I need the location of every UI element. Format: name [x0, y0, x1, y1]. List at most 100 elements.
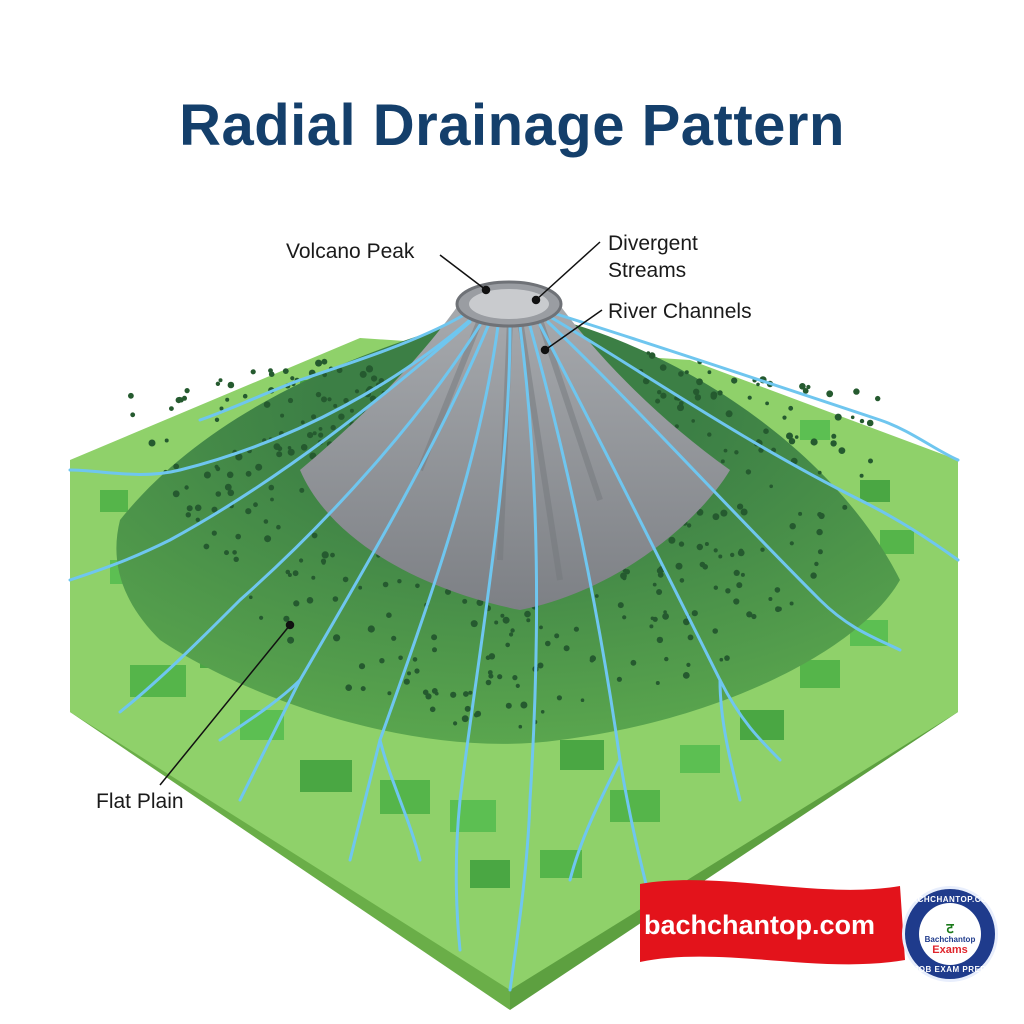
tree — [747, 395, 752, 400]
tree — [648, 352, 656, 359]
tree — [859, 418, 865, 424]
tree — [850, 415, 855, 420]
tree — [264, 535, 272, 543]
tree — [321, 560, 326, 565]
tree — [686, 662, 691, 668]
tree — [704, 542, 709, 546]
tree — [342, 576, 349, 583]
tree — [245, 508, 252, 515]
tree — [414, 668, 420, 674]
tree — [211, 506, 218, 513]
tree — [224, 483, 232, 491]
tree — [312, 431, 317, 436]
leader-divergent-streams — [535, 241, 601, 301]
tree — [677, 404, 684, 412]
tree — [172, 490, 180, 498]
crater-pit — [469, 289, 549, 319]
tree — [336, 367, 343, 374]
tree — [412, 657, 418, 662]
tree — [724, 655, 730, 661]
tree — [487, 670, 493, 675]
tree — [875, 395, 881, 402]
tree — [774, 587, 781, 593]
tree — [788, 438, 796, 445]
tree — [663, 610, 667, 614]
label-river-channels: River Channels — [608, 300, 752, 323]
tree — [307, 432, 314, 439]
tree — [763, 428, 769, 435]
tree — [806, 384, 811, 390]
tree — [563, 645, 570, 652]
tree — [814, 561, 819, 567]
tree — [434, 691, 439, 696]
tree — [524, 610, 531, 618]
tree — [403, 678, 410, 685]
tree — [315, 359, 323, 367]
tree — [311, 414, 317, 420]
tree — [253, 502, 258, 508]
tree — [816, 528, 823, 536]
label-divergent-streams: Divergent Streams — [608, 232, 698, 282]
tree — [276, 451, 283, 458]
tree — [311, 575, 316, 580]
tree — [245, 470, 252, 477]
tree — [659, 364, 667, 371]
tree — [299, 558, 304, 563]
volcano-slopes — [300, 300, 730, 610]
tree — [462, 598, 468, 604]
tree — [696, 378, 703, 386]
tree — [215, 381, 221, 386]
tree — [185, 512, 191, 518]
tree — [826, 390, 834, 398]
tree — [461, 715, 469, 723]
tree — [817, 549, 823, 555]
tree — [526, 618, 531, 623]
tree — [219, 406, 224, 411]
tree — [691, 419, 695, 423]
tree — [282, 368, 289, 374]
tree — [215, 466, 221, 472]
radial-streams — [68, 312, 960, 992]
tree — [652, 616, 658, 622]
tree — [620, 572, 627, 580]
tree — [817, 470, 822, 475]
tree — [657, 390, 662, 395]
tree — [737, 503, 744, 510]
tree — [646, 351, 651, 355]
tree — [259, 615, 264, 620]
tree — [318, 432, 324, 438]
tree — [311, 532, 318, 539]
tree — [520, 701, 528, 709]
tree — [488, 673, 494, 679]
tree — [725, 410, 733, 418]
tree — [500, 613, 505, 618]
tree — [173, 463, 180, 470]
tree — [360, 686, 366, 692]
tree — [537, 662, 544, 669]
tree — [657, 571, 664, 578]
badge-name: Bachchantop — [924, 935, 976, 944]
tree — [306, 597, 314, 604]
tree — [751, 613, 757, 620]
tree — [397, 579, 402, 584]
tree — [233, 556, 239, 562]
tree — [720, 459, 725, 464]
tree — [432, 647, 437, 653]
tree — [668, 536, 676, 544]
tree — [225, 397, 230, 402]
tree — [630, 659, 637, 666]
tree — [186, 505, 193, 512]
tree — [664, 656, 669, 662]
tree — [679, 401, 684, 406]
tree — [494, 620, 499, 625]
tree — [725, 588, 731, 594]
tree — [554, 633, 560, 639]
tree — [712, 513, 720, 521]
tree — [868, 458, 873, 464]
tree — [382, 581, 389, 588]
tree — [655, 681, 660, 685]
tree — [232, 550, 237, 555]
tree — [367, 625, 375, 633]
badge-inner-circle: ट Bachchantop Exams — [919, 903, 981, 965]
